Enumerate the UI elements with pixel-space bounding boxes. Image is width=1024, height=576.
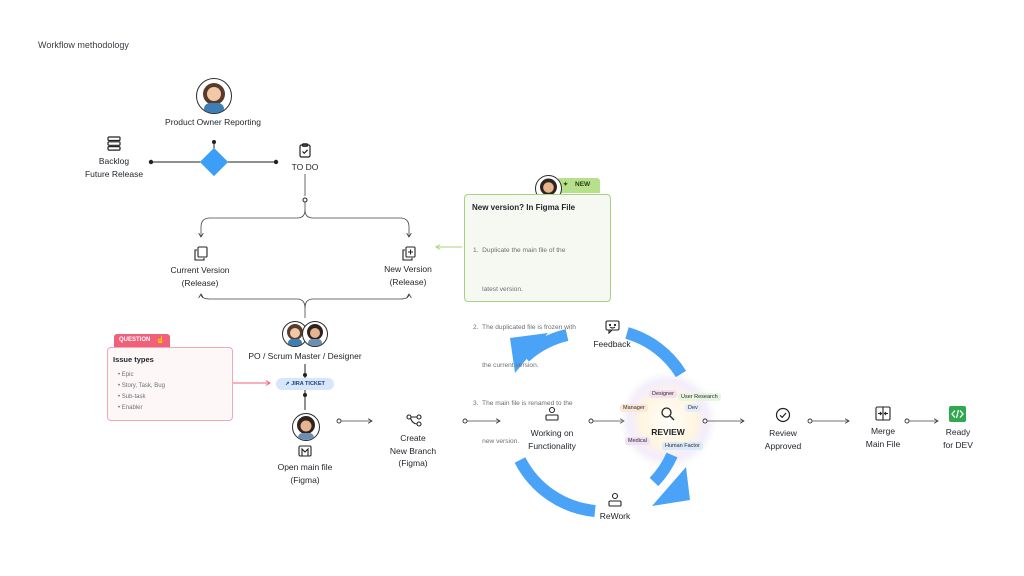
label-ready-line1: Ready <box>945 427 971 437</box>
branch-current <box>201 202 306 237</box>
label-open-main-file: Open main file (Figma) <box>260 461 350 486</box>
feedback-chat-icon <box>605 320 620 339</box>
issue-type-list: • Epic • Story, Task, Bug • Sub-task • E… <box>118 370 165 414</box>
decision-diamond <box>199 147 229 177</box>
label-rework: ReWork <box>599 511 631 521</box>
label-review: REVIEW <box>651 427 685 437</box>
label-approved-line1: Review <box>769 428 797 438</box>
clipboard-check-icon <box>298 143 312 163</box>
label-branch-line2: New Branch <box>389 445 437 456</box>
label-open-line1: Open main file <box>277 462 333 472</box>
issue-type-item: • Story, Task, Bug <box>118 383 165 389</box>
rocket-icon: ➚ <box>285 381 290 387</box>
label-team: PO / Scrum Master / Designer <box>248 351 362 361</box>
tag-human-factor: Human Factor <box>662 442 703 450</box>
merge-file-icon <box>875 406 891 427</box>
avatar-open-main <box>292 413 320 441</box>
new-badge-label: NEW <box>575 181 591 188</box>
question-badge: QUESTION ☝ <box>114 334 170 348</box>
pointing-hand-icon: ☝ <box>156 337 165 344</box>
note-line: 3. The main file is renamed to the <box>473 399 573 407</box>
label-review-approved: Review Approved <box>748 427 818 452</box>
label-working-line2: Functionality <box>528 440 576 451</box>
label-working-line1: Working on <box>530 428 574 438</box>
issue-type-item: • Enabler <box>118 405 143 411</box>
issue-type-label: Story, Task, Bug <box>121 383 165 389</box>
label-open-line2: (Figma) <box>290 474 320 485</box>
jira-ticket-label: JIRA TICKET <box>291 381 325 387</box>
branch-icon <box>406 413 422 432</box>
user-desk-icon <box>544 406 560 427</box>
note-line: latest version. <box>473 285 523 293</box>
label-merge-main-file: Merge Main File <box>848 425 918 450</box>
label-approved-line2: Approved <box>764 440 802 451</box>
note-card-steps: 1. Duplicate the main file of the latest… <box>473 220 576 474</box>
issue-type-item: • Sub-task <box>118 394 146 400</box>
label-current-version: Current Version (Release) <box>150 264 250 289</box>
label-current-line2: (Release) <box>181 277 219 288</box>
tag-manager: Manager <box>620 404 648 412</box>
copy-file-icon <box>194 246 208 266</box>
code-icon <box>949 406 966 427</box>
label-ready-for-dev: Ready for DEV <box>928 426 988 451</box>
issue-type-label: Sub-task <box>121 394 146 400</box>
label-new-line2: (Release) <box>389 276 427 287</box>
todo-connector <box>304 174 306 196</box>
tag-designer: Designer <box>649 390 678 398</box>
avatar-product-owner <box>196 78 232 114</box>
note-line: new version. <box>473 437 520 445</box>
label-new-version: New Version (Release) <box>358 263 458 288</box>
avatar-designer <box>302 321 328 347</box>
label-feedback: Feedback <box>593 339 631 349</box>
new-file-icon <box>402 246 416 266</box>
note-line: the current version. <box>473 361 539 369</box>
check-circle-icon <box>775 407 791 428</box>
label-backlog: Backlog Future Release <box>72 155 156 180</box>
question-card: Issue types • Epic • Story, Task, Bug • … <box>107 347 233 421</box>
label-product-owner-reporting: Product Owner Reporting <box>165 117 261 127</box>
label-branch-line3: (Figma) <box>398 458 428 468</box>
issue-type-item: • Epic <box>118 372 134 378</box>
issue-type-label: Enabler <box>121 405 143 411</box>
merge-current <box>201 294 306 318</box>
label-create-branch: Create New Branch (Figma) <box>372 432 454 470</box>
label-backlog-line1: Backlog <box>98 156 130 166</box>
label-ready-line2: for DEV <box>943 439 973 450</box>
note-line: 2. The duplicated file is frozen with <box>473 323 576 331</box>
label-backlog-line2: Future Release <box>84 168 144 179</box>
label-working: Working on Functionality <box>508 427 596 452</box>
note-card-title: New version? In Figma File <box>472 203 576 212</box>
issue-type-label: Epic <box>121 372 134 378</box>
magnifier-icon <box>660 406 676 427</box>
folder-icon <box>298 444 312 462</box>
sparkle-icon: ✦ <box>563 182 569 188</box>
label-merge-line1: Merge <box>870 426 896 436</box>
tag-user-research: User Research <box>678 393 721 401</box>
label-todo: TO DO <box>291 162 319 172</box>
page-title: Workflow methodology <box>38 40 129 50</box>
tag-dev: Dev <box>685 404 701 412</box>
merge-new <box>304 294 409 309</box>
note-card: New version? In Figma File 1. Duplicate … <box>464 194 611 445</box>
tag-medical: Medical <box>625 437 650 445</box>
label-new-line1: New Version <box>384 264 432 274</box>
branch-new <box>304 209 409 237</box>
question-badge-label: QUESTION <box>119 337 151 343</box>
label-current-line1: Current Version <box>170 265 230 275</box>
jira-ticket-pill[interactable]: ➚ JIRA TICKET <box>276 378 334 390</box>
label-branch-line1: Create <box>400 433 426 443</box>
stack-icon <box>107 136 121 156</box>
rework-user-icon <box>607 492 623 513</box>
label-merge-line2: Main File <box>865 438 901 449</box>
new-badge: ✦ NEW <box>557 178 600 193</box>
note-line: 1. Duplicate the main file of the <box>473 247 566 255</box>
question-card-title: Issue types <box>113 355 154 364</box>
